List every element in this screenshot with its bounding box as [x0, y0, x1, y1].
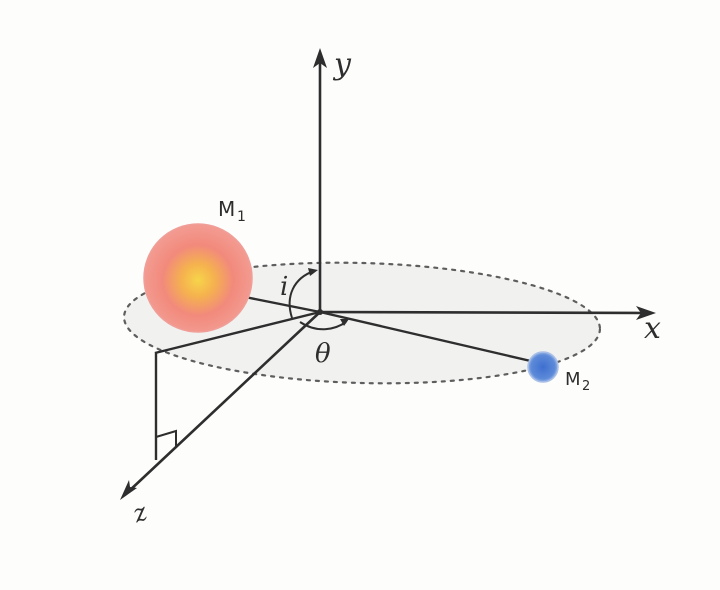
- mass2-label: M: [565, 369, 581, 390]
- inclination-label: i: [280, 272, 288, 302]
- projection-line: [154, 310, 321, 355]
- inclination-arc: [288, 270, 315, 319]
- mass2-sphere: [527, 351, 559, 383]
- z-axis-line: [127, 311, 321, 493]
- x-axis-label: x: [644, 311, 661, 346]
- inclination-arc-arrow: [308, 268, 318, 276]
- theta-arc-arrow: [340, 319, 349, 326]
- y-axis-arrowhead: [313, 48, 327, 68]
- z-axis-arrowhead: [120, 480, 137, 500]
- y-axis-label: y: [332, 47, 352, 82]
- right-angle-marker: [155, 429, 177, 447]
- mass1-subscript: 1: [237, 209, 246, 225]
- theta-label: θ: [315, 339, 331, 369]
- line-to-m1: [244, 295, 321, 314]
- mass2-subscript: 2: [582, 379, 590, 394]
- line-to-m2: [319, 310, 536, 364]
- x-axis-line: [319, 310, 646, 315]
- x-axis-arrowhead: [636, 306, 656, 320]
- origin-point: [317, 309, 323, 315]
- mass1-sphere: [143, 223, 253, 333]
- z-axis-label: z: [128, 498, 151, 529]
- mass1-label: M: [218, 197, 235, 221]
